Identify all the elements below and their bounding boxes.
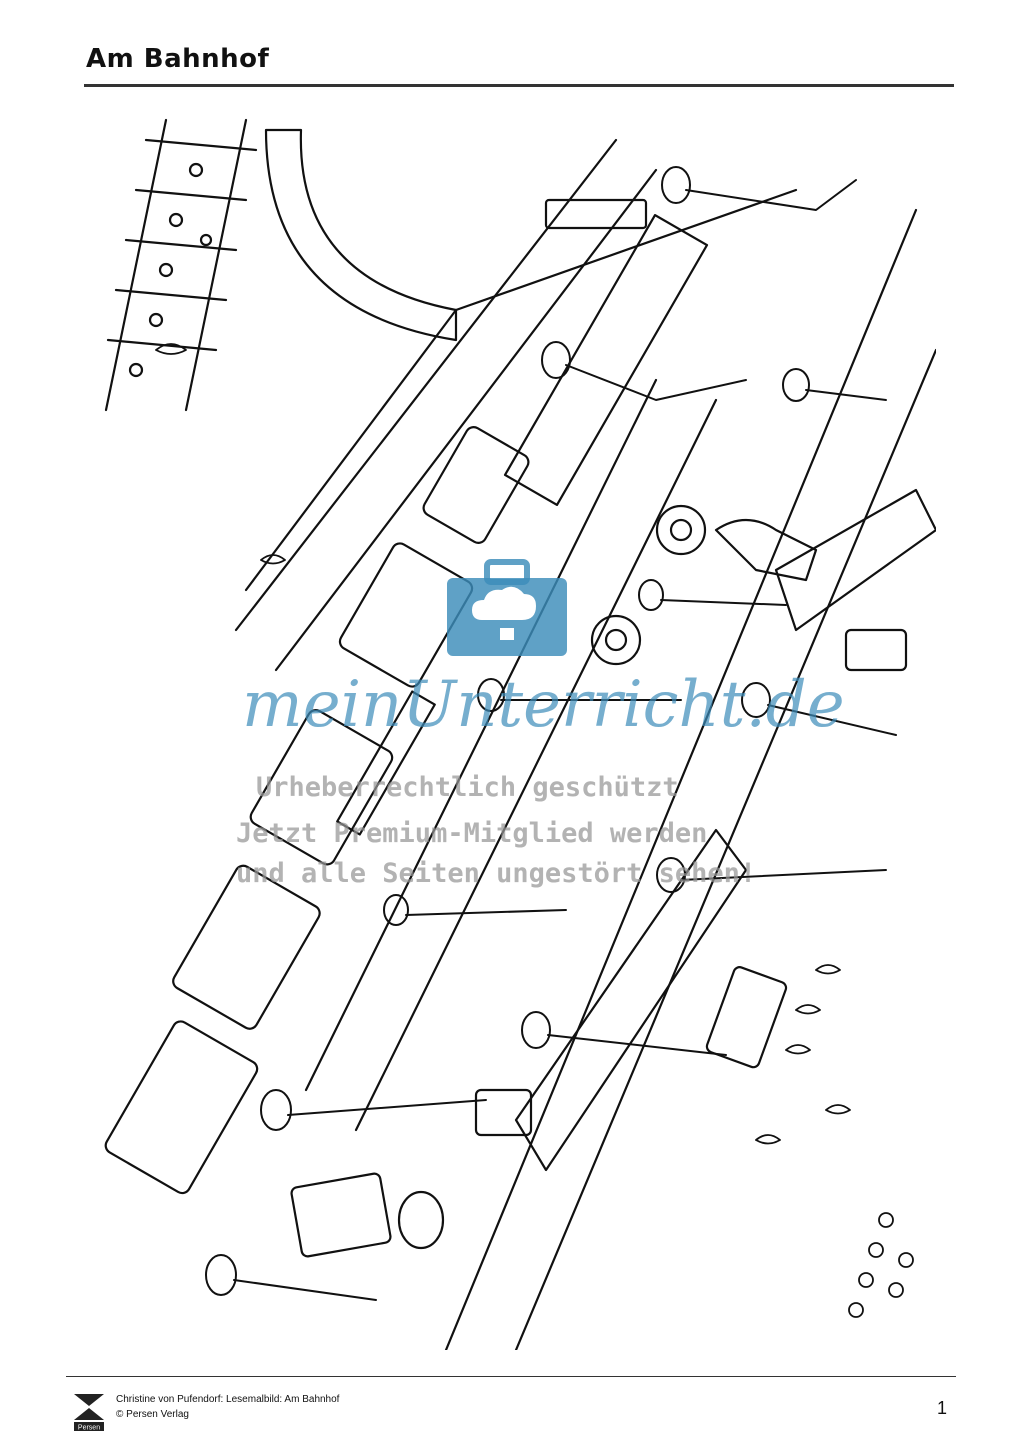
trash-bin [397,1190,445,1250]
header-rule [84,84,954,87]
persen-logo-icon: Persen [74,1394,104,1432]
train-wheels [590,504,707,666]
watermark-brand: meinUnterricht.de [242,668,845,742]
platform-benches [514,488,936,1172]
watermark-copyright: Urheberrechtlich geschützt [256,772,679,803]
watermark-all-pages: und alle Seiten ungestört sehen! [236,858,757,889]
flower-bed [848,1212,914,1318]
watermark-premium: Jetzt Premium-Mitglied werden [236,818,708,849]
dog [714,519,818,582]
birds [155,343,851,1145]
train-car [234,138,936,1350]
footer-copyright: © Persen Verlag [116,1409,189,1420]
rail-track [104,118,258,412]
luggage [290,628,908,1258]
page-title: Am Bahnhof [86,44,270,74]
page-number: 1 [937,1398,948,1418]
cloud-briefcase-icon [447,559,567,656]
coloring-illustration [104,118,936,1350]
station-arch [264,128,458,342]
footer-rule [66,1376,956,1377]
station-sign [336,690,436,836]
footer-credit: Christine von Pufendorf: Lesemalbild: Am… [116,1394,340,1405]
train-windows [104,198,648,1195]
logo-text: Persen [78,1425,100,1432]
people [205,166,897,1301]
